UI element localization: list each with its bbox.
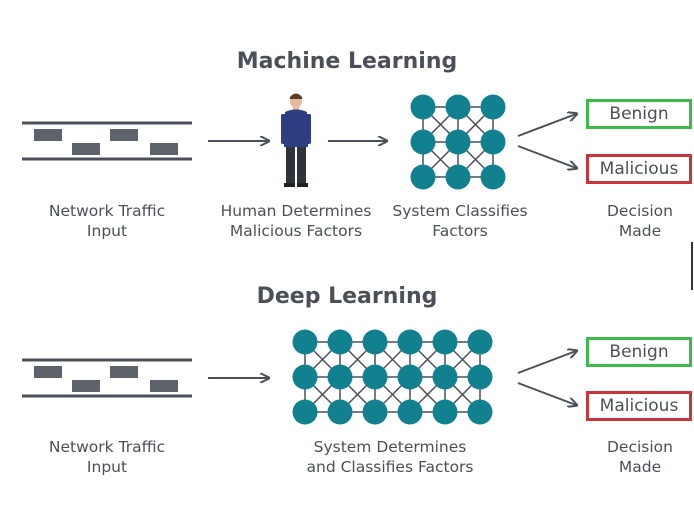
network-node [432,399,458,425]
arrow-icon [517,382,576,405]
ml-malicious-box: Malicious [586,154,692,184]
network-node [327,329,353,355]
packet-icon [110,129,138,141]
arrow-icon [517,114,576,137]
network-node [467,364,493,390]
network-node [397,364,423,390]
network-node [327,364,353,390]
network-node [445,94,471,120]
ml-neural-network-icon [410,94,506,190]
packet-icon [72,143,100,155]
network-node [362,329,388,355]
dl-neural-network-icon [292,329,493,425]
person-icon [281,93,311,187]
network-node [397,329,423,355]
network-node [410,164,436,190]
ml-decision-caption: Decision Made [607,202,673,240]
network-node [397,399,423,425]
network-node [445,129,471,155]
dl-network-traffic-icon [22,358,192,398]
arrow-icon [517,145,576,168]
dl-system-caption: System Determines and Classifies Factors [306,438,474,476]
packet-icon [110,366,138,378]
dl-section-title: Deep Learning [256,284,438,309]
network-node [480,164,506,190]
network-node [362,399,388,425]
network-node [327,399,353,425]
network-node [467,329,493,355]
network-node [410,94,436,120]
network-node [292,329,318,355]
packet-icon [150,143,178,155]
packet-icon [150,380,178,392]
dl-malicious-box: Malicious [586,391,692,421]
ml-network-traffic-icon [22,121,192,161]
network-node [362,364,388,390]
network-node [410,129,436,155]
network-node [480,129,506,155]
network-node [292,364,318,390]
ml-human-caption: Human Determines Malicious Factors [220,202,372,240]
ml-section-title: Machine Learning [236,49,458,74]
dl-decision-caption: Decision Made [607,438,673,476]
packet-icon [34,129,62,141]
dl-input-caption: Network Traffic Input [48,438,166,476]
ml-input-caption: Network Traffic Input [48,202,166,240]
network-node [432,329,458,355]
network-node [292,399,318,425]
ml-system-caption: System Classifies Factors [392,202,528,240]
network-node [432,364,458,390]
network-node [445,164,471,190]
dl-benign-box: Benign [586,337,692,367]
packet-icon [34,366,62,378]
arrow-icon [517,351,576,374]
ml-benign-box: Benign [586,99,692,129]
network-node [480,94,506,120]
network-node [467,399,493,425]
packet-icon [72,380,100,392]
